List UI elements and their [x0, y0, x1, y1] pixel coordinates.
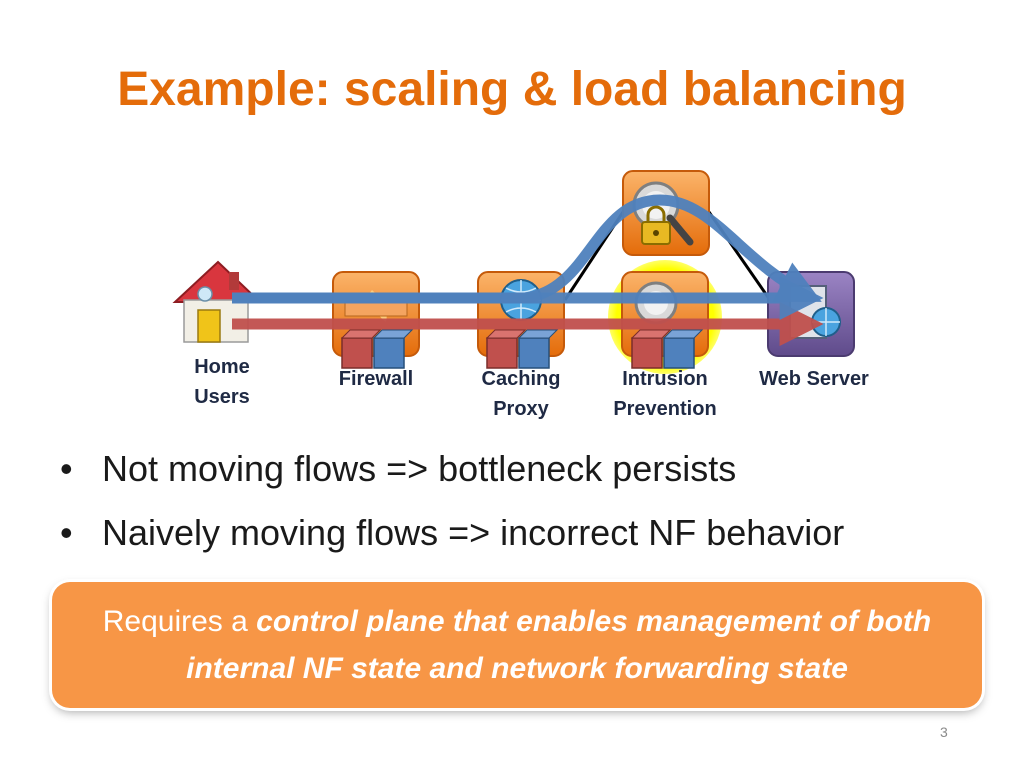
bullet-item: • Naively moving flows => incorrect NF be… [60, 511, 844, 555]
node-label-firewall: Firewall [338, 368, 414, 390]
state-cubes-firewall [340, 329, 414, 369]
bullet-list: • Not moving flows => bottleneck persists… [60, 447, 844, 575]
callout-emphasis: control plane that enables management of… [186, 605, 932, 685]
network-diagram [172, 170, 855, 374]
node-label-web-server: Web Server [759, 368, 869, 390]
callout-box: Requires a control plane that enables ma… [52, 582, 982, 708]
state-cubes-ips [630, 329, 704, 369]
bullet-text: Naively moving flows => incorrect NF beh… [102, 512, 845, 553]
bullet-dot: • [60, 448, 73, 489]
node-label-intrusion-prevention: Intrusion Prevention [613, 368, 717, 420]
flow-blue-curved [232, 194, 822, 304]
page-number: 3 [940, 724, 948, 740]
bullet-dot: • [60, 512, 73, 553]
state-cubes-caching [485, 329, 559, 369]
house-icon [172, 260, 263, 343]
node-label-caching-proxy: Caching Proxy [481, 368, 561, 420]
callout-text: Requires a control plane that enables ma… [62, 598, 972, 692]
node-label-home-users: Home Users [194, 356, 250, 408]
bullet-item: • Not moving flows => bottleneck persists [60, 447, 844, 491]
slide-title: Example: scaling & load balancing [117, 63, 907, 116]
callout-prefix: Requires a [102, 605, 257, 638]
bullet-text: Not moving flows => bottleneck persists [102, 448, 737, 489]
